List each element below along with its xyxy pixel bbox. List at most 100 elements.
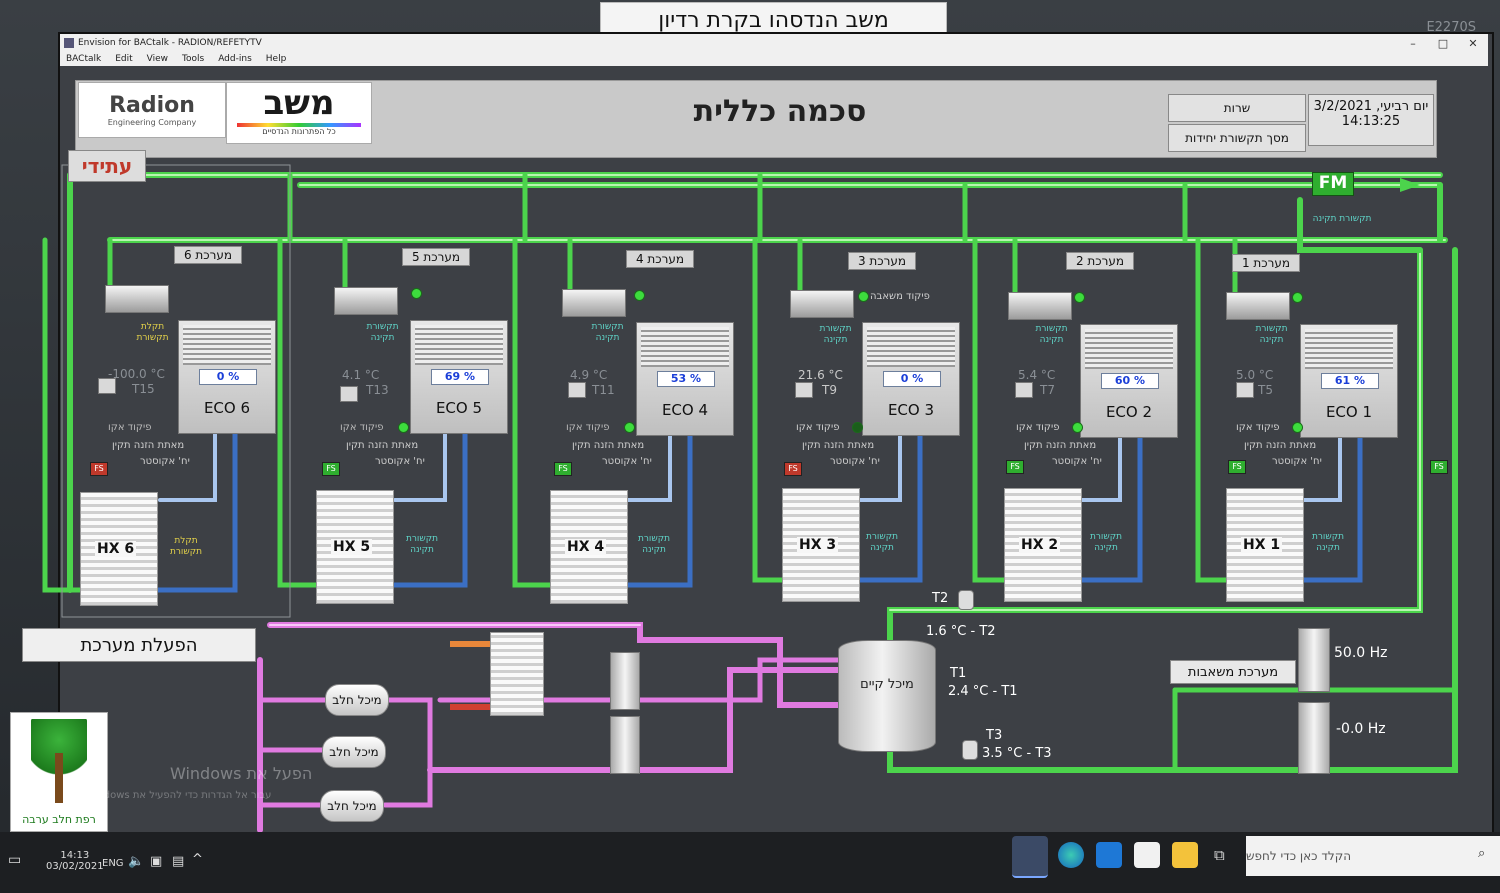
system-5-alarm3: יח' אקוסטר — [375, 456, 425, 467]
system-1-pump[interactable] — [1226, 292, 1290, 320]
system-3-valve[interactable] — [795, 382, 813, 398]
date-text: יום רביעי, 3/2/2021 — [1313, 99, 1429, 114]
hx-6-unit[interactable]: HX 6 — [80, 492, 158, 606]
system-4-pump[interactable] — [562, 289, 626, 317]
eco-2-unit[interactable]: 60 % ECO 2 — [1080, 324, 1178, 438]
menu-bactalk[interactable]: BACtalk — [66, 54, 102, 64]
system-5-alarm: פיקוד אקו — [340, 422, 384, 433]
search-icon: ⌕ — [1478, 846, 1486, 861]
eco-1-unit[interactable]: 61 % ECO 1 — [1300, 324, 1398, 438]
system-4-valve[interactable] — [568, 382, 586, 398]
activate-system-button[interactable]: הפעלת מערכת — [22, 628, 256, 662]
main-fs: FS — [1430, 460, 1448, 474]
system-1-label[interactable]: מערכת 1 — [1232, 254, 1300, 272]
system-4-alarm: פיקוד אקו — [566, 422, 610, 433]
system-3-sensor: T9 — [822, 383, 837, 397]
system-3-temp: 21.6 °C — [798, 368, 843, 382]
system-3-label[interactable]: מערכת 3 — [848, 252, 916, 270]
datetime-box: יום רביעי, 3/2/2021 14:13:25 — [1308, 94, 1434, 146]
system-5-pump[interactable] — [334, 287, 398, 315]
existing-tank[interactable]: מיכל קיים — [838, 640, 936, 752]
mail-icon[interactable] — [1096, 842, 1122, 868]
hx-3-comm: תקשורת תקינה — [865, 532, 899, 553]
system-5-valve[interactable] — [340, 386, 358, 402]
chevron-up-icon[interactable]: ^ — [192, 852, 203, 867]
edge-icon[interactable] — [1058, 842, 1084, 868]
comm-screen-button[interactable]: מסך תקשורת יחידות — [1168, 124, 1306, 152]
system-1-comm: תקשורת תקינה — [1255, 324, 1288, 345]
system-2-valve[interactable] — [1015, 382, 1033, 398]
minimize-icon[interactable]: – — [1410, 36, 1416, 50]
hx-3-name: HX 3 — [797, 537, 839, 553]
window-title: Envision for BACtalk - RADION/REFETYTV — [78, 38, 262, 48]
search-input[interactable]: הקלד כאן כדי לחפש — [1246, 836, 1500, 876]
system-4-alarm3: יח' אקוסטר — [602, 456, 652, 467]
system-6-label[interactable]: מערכת 6 — [174, 246, 242, 264]
t2-sensor-icon — [958, 590, 974, 610]
brand-logo: משב כל הפתרונות הנדסיים — [226, 82, 372, 144]
system-6-pump[interactable] — [105, 285, 169, 313]
pump-2-motor[interactable] — [1298, 702, 1330, 774]
pump-1-motor[interactable] — [1298, 628, 1330, 692]
hx-2-comm: תקשורת תקינה — [1089, 532, 1123, 553]
eco-3-unit[interactable]: 0 % ECO 3 — [862, 322, 960, 436]
hx-1-comm: תקשורת תקינה — [1311, 532, 1345, 553]
windows-watermark: Windows הפעל את — [170, 764, 313, 783]
milk-tank-1[interactable]: מיכל חלב — [325, 684, 389, 716]
system-2-sensor: T7 — [1040, 383, 1055, 397]
menu-view[interactable]: View — [146, 54, 169, 64]
system-2-label[interactable]: מערכת 2 — [1066, 252, 1134, 270]
system-6-valve[interactable] — [98, 378, 116, 394]
language-indicator[interactable]: ENG — [102, 858, 124, 869]
system-1-valve[interactable] — [1236, 382, 1254, 398]
pumps-system-button[interactable]: מערכת משאבות — [1170, 660, 1296, 684]
network-icon[interactable]: ▣ — [150, 854, 163, 869]
milk-pump-2[interactable] — [610, 716, 640, 774]
service-button[interactable]: שרות — [1168, 94, 1306, 122]
milk-pump-1[interactable] — [610, 652, 640, 710]
eco-6-unit[interactable]: 0 % ECO 6 — [178, 320, 276, 434]
milk-tank-2[interactable]: מיכל חלב — [322, 736, 386, 768]
maximize-icon[interactable]: □ — [1437, 36, 1449, 50]
system-2-alarm: פיקוד אקו — [1016, 422, 1060, 433]
eco-4-percent: 53 % — [657, 371, 715, 387]
eco-4-name: ECO 4 — [661, 401, 709, 419]
milk-tank-3[interactable]: מיכל חלב — [320, 790, 384, 822]
close-icon[interactable]: ✕ — [1468, 36, 1478, 50]
store-icon[interactable] — [1134, 842, 1160, 868]
eco-4-unit[interactable]: 53 % ECO 4 — [636, 322, 734, 436]
hx-2-unit[interactable]: HX 2 — [1004, 488, 1082, 602]
fm-status: תקשורת תקינה — [1312, 214, 1372, 224]
system-3-alarm-status — [852, 422, 863, 433]
menu-edit[interactable]: Edit — [115, 54, 133, 64]
system-5-label[interactable]: מערכת 5 — [402, 248, 470, 266]
eco-5-unit[interactable]: 69 % ECO 5 — [410, 320, 508, 434]
system-6-fs: FS — [90, 462, 108, 476]
eco-1-percent: 61 % — [1321, 373, 1379, 389]
farm-logo: רפת חלב ערבה — [10, 712, 108, 832]
hx-1-unit[interactable]: HX 1 — [1226, 488, 1304, 602]
system-2-pump[interactable] — [1008, 292, 1072, 320]
menu-tools[interactable]: Tools — [182, 54, 205, 64]
eco-6-percent: 0 % — [199, 369, 257, 385]
clock[interactable]: 14:13 03/02/2021 — [46, 850, 104, 872]
future-label: עתידי — [68, 150, 146, 182]
task-view-icon[interactable]: ⧉ — [1214, 846, 1225, 864]
device-icon[interactable]: ▤ — [172, 854, 185, 869]
eco-2-name: ECO 2 — [1105, 403, 1153, 421]
t1-name: T1 — [950, 666, 967, 681]
plate-heat-exchanger — [490, 632, 544, 716]
system-4-label[interactable]: מערכת 4 — [626, 250, 694, 268]
folder-icon[interactable] — [1172, 842, 1198, 868]
hx-5-unit[interactable]: HX 5 — [316, 490, 394, 604]
app-icon — [64, 38, 74, 48]
notifications-icon[interactable]: ▭ — [8, 852, 22, 868]
hx-4-unit[interactable]: HX 4 — [550, 490, 628, 604]
volume-icon[interactable]: 🔈 — [128, 854, 145, 869]
hx-3-unit[interactable]: HX 3 — [782, 488, 860, 602]
menu-addins[interactable]: Add-ins — [218, 54, 252, 64]
envision-app-icon[interactable] — [1012, 836, 1048, 878]
system-3-pump[interactable] — [790, 290, 854, 318]
system-4-alarm-status — [624, 422, 635, 433]
menu-help[interactable]: Help — [265, 54, 287, 64]
